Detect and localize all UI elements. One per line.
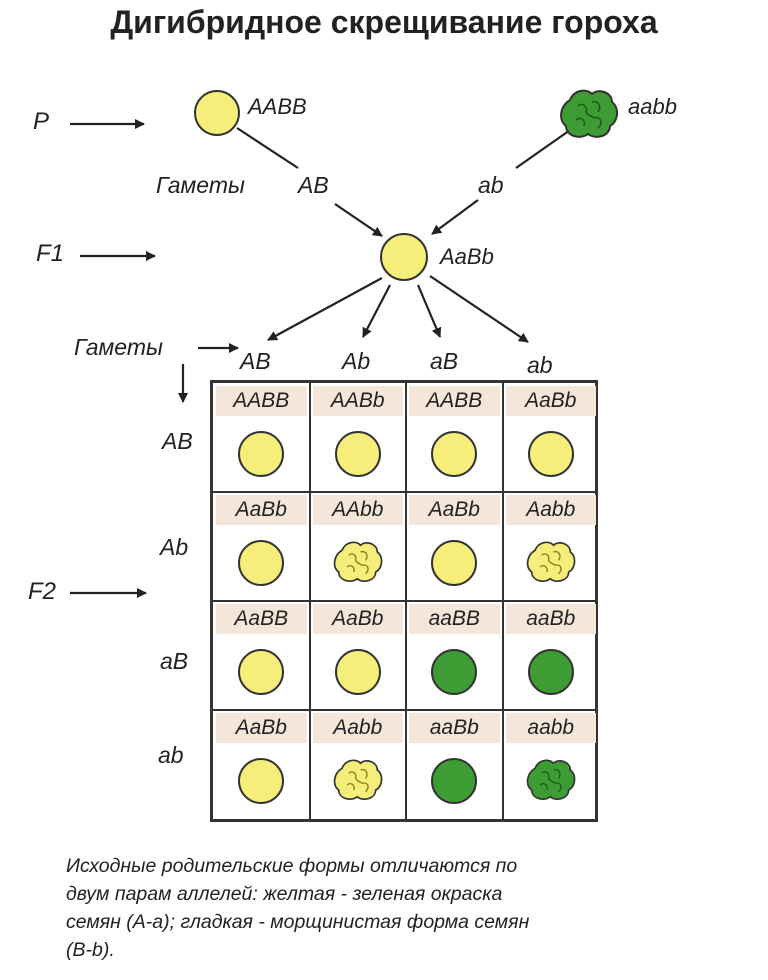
punnett-cell: AaBb xyxy=(406,492,503,601)
caption-line-2: двум парам аллелей: желтая - зеленая окр… xyxy=(66,883,503,905)
smooth-pea xyxy=(431,431,478,477)
punnett-cell: aaBb xyxy=(503,601,600,710)
f1-gamete-arrow-2 xyxy=(362,284,391,338)
gamete-ab2-arrow xyxy=(431,199,479,235)
cell-genotype: aaBb xyxy=(409,713,500,743)
col-gamete-3: aB xyxy=(430,348,459,374)
f1-gamete-arrow-4 xyxy=(429,275,529,343)
f1-pea xyxy=(380,233,428,281)
punnett-cell: aaBb xyxy=(406,710,503,819)
wrinkled-pea xyxy=(526,759,576,800)
cell-genotype: AaBb xyxy=(409,495,500,525)
cell-genotype: Aabb xyxy=(312,713,403,743)
smooth-pea xyxy=(238,540,285,586)
gen-label-f1: F1 xyxy=(36,240,65,267)
f1-gamete-arrow-3 xyxy=(416,284,442,338)
smooth-pea xyxy=(334,649,381,695)
cell-genotype: AaBb xyxy=(312,604,403,634)
gamete-ab1-arrow xyxy=(334,203,383,237)
cell-genotype: AABB xyxy=(409,386,500,416)
punnett-cell: AaBB xyxy=(213,601,310,710)
punnett-cell: AaBb xyxy=(310,601,407,710)
row-gamete-4: ab xyxy=(158,742,184,768)
row-gamete-1: AB xyxy=(162,428,193,454)
smooth-pea xyxy=(238,649,285,695)
smooth-pea xyxy=(334,431,381,477)
punnett-cell: AAbb xyxy=(310,492,407,601)
smooth-pea xyxy=(431,649,478,695)
gen-label-p: P xyxy=(33,108,50,135)
punnett-cell: AABb xyxy=(310,383,407,492)
cell-genotype: AABb xyxy=(312,386,403,416)
row-gamete-2: Ab xyxy=(160,534,189,560)
row-gamete-3: aB xyxy=(160,648,189,674)
gametes-label-top: Гаметы xyxy=(156,172,245,198)
punnett-cell: aaBB xyxy=(406,601,503,710)
punnett-cell: AaBb xyxy=(213,492,310,601)
col-gamete-4: ab xyxy=(527,352,553,378)
grid-line-horizontal xyxy=(213,709,595,711)
wrinkled-pea xyxy=(333,541,383,582)
cell-genotype: AaBb xyxy=(505,386,596,416)
cell-genotype: AAbb xyxy=(312,495,403,525)
grid-line-vertical xyxy=(501,383,504,819)
smooth-pea xyxy=(238,431,285,477)
caption-line-1: Исходные родительские формы отличаются п… xyxy=(66,855,518,877)
caption-line-4: (B-b). xyxy=(66,939,115,961)
f1-gamete-arrow-1 xyxy=(267,277,383,341)
smooth-pea xyxy=(527,431,574,477)
wrinkled-pea xyxy=(526,541,576,582)
cell-genotype: aabb xyxy=(505,713,596,743)
caption: Исходные родительские формы отличаются п… xyxy=(66,852,746,964)
punnett-cell: Aabb xyxy=(310,710,407,819)
gametes-label-bottom: Гаметы xyxy=(74,334,163,360)
f1-genotype: AaBb xyxy=(440,244,494,269)
punnett-cell: AABB xyxy=(213,383,310,492)
punnett-cell: AABB xyxy=(406,383,503,492)
grid-line-horizontal xyxy=(213,600,595,602)
cell-genotype: AaBb xyxy=(216,713,307,743)
gen-label-f2: F2 xyxy=(28,578,57,605)
smooth-pea xyxy=(431,540,478,586)
punnett-cell: aabb xyxy=(503,710,600,819)
parent2-gamete: ab xyxy=(478,172,504,198)
col-gamete-2: Ab xyxy=(342,348,371,374)
parent2-line xyxy=(515,127,574,169)
parent2-pea-wrinkled xyxy=(560,89,618,138)
cell-genotype: AABB xyxy=(216,386,307,416)
wrinkled-pea xyxy=(333,759,383,800)
cell-genotype: AaBb xyxy=(216,495,307,525)
cell-genotype: aaBb xyxy=(505,604,596,634)
caption-line-3: семян (А-а); гладкая - морщинистая форма… xyxy=(66,911,530,933)
smooth-pea xyxy=(431,758,478,804)
cell-genotype: aaBB xyxy=(409,604,500,634)
parent1-genotype: AABB xyxy=(248,94,307,119)
col-gamete-1: AB xyxy=(240,348,271,374)
parent1-gamete: AB xyxy=(298,172,329,198)
cell-genotype: Aabb xyxy=(505,495,596,525)
cell-genotype: AaBB xyxy=(216,604,307,634)
parent1-pea xyxy=(194,90,240,136)
parent2-genotype: aabb xyxy=(628,94,677,119)
grid-line-horizontal xyxy=(213,491,595,493)
punnett-cell: AaBb xyxy=(213,710,310,819)
parent1-line xyxy=(236,127,299,169)
smooth-pea xyxy=(527,649,574,695)
punnett-cell: Aabb xyxy=(503,492,600,601)
punnett-cell: AaBb xyxy=(503,383,600,492)
page-title: Дигибридное скрещивание гороха xyxy=(110,4,658,40)
smooth-pea xyxy=(238,758,285,804)
